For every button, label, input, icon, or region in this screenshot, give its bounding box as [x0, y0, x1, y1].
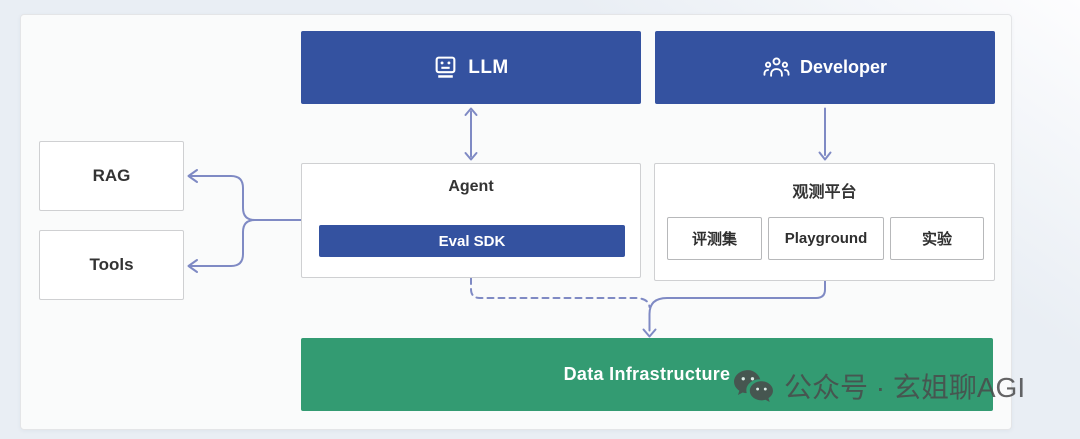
platform-item-dataset: 评测集 [667, 217, 762, 260]
robot-icon [433, 55, 458, 80]
platform-item-experiment: 实验 [890, 217, 984, 260]
tools-node: Tools [39, 230, 184, 300]
wechat-icon [733, 369, 774, 404]
platform-title: 观测平台 [792, 184, 857, 201]
agent-title: Agent [448, 178, 494, 195]
developer-node: Developer [655, 31, 995, 104]
data-infrastructure-node: Data Infrastructure [301, 338, 993, 411]
watermark: 公众号 · 玄姐聊AGI [733, 366, 1025, 406]
agent-node: Agent Eval SDK [301, 163, 641, 278]
eval-sdk-node: Eval SDK [319, 225, 625, 257]
agent-tools-connector [189, 219, 256, 267]
watermark-text: 公众号 · 玄姐聊AGI [784, 372, 1026, 403]
team-icon [763, 56, 790, 79]
evalsdk-datainfra-connector [470, 277, 651, 308]
llm-node: LLM [301, 31, 641, 104]
rag-node: RAG [39, 141, 184, 211]
agent-rag-connector [189, 175, 304, 221]
observation-platform-node: 观测平台 评测集 Playground 实验 [654, 163, 995, 281]
developer-label: Developer [799, 57, 888, 77]
llm-label: LLM [468, 56, 509, 78]
platform-item-playground: Playground [768, 217, 884, 260]
diagram-card: LLM Developer Agent Eval SDK 观测平台 评测集 Pl… [20, 14, 1012, 430]
platform-datainfra-connector [648, 280, 826, 332]
